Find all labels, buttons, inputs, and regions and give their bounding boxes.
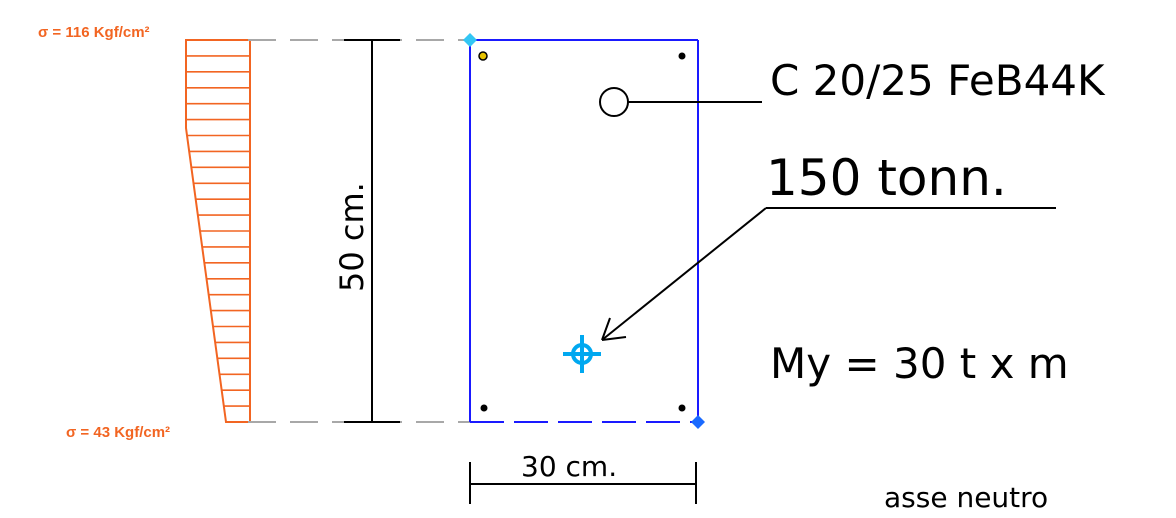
rebar-top-left [478,51,488,61]
width-dimension [469,462,697,504]
moment-label: My = 30 t x m [770,339,1069,388]
stress-block-outline [185,39,251,423]
stress-bottom-label: σ = 43 Kgf/cm² [66,424,170,441]
rebar-top-right [678,52,686,60]
cross-section [469,39,699,423]
load-label: 150 tonn. [766,149,1007,207]
material-leader [599,87,762,117]
rebar-bottom-left [480,404,488,412]
height-dimension [344,39,400,423]
corner-grip-top-left[interactable] [463,33,477,47]
corner-grip-bottom-right[interactable] [691,415,705,429]
neutral-axis-label: asse neutro [884,481,1048,514]
height-dimension-label: 50 cm. [333,182,371,292]
rebars [478,51,686,412]
stress-top-label: σ = 116 Kgf/cm² [38,24,150,41]
load-leader [601,207,1056,341]
material-label: C 20/25 FeB44K [770,56,1106,105]
stress-diagram [185,39,251,423]
material-callout-circle [599,87,629,117]
stress-hatching [186,55,250,407]
load-point-icon[interactable] [563,335,601,373]
rebar-bottom-right [678,404,686,412]
width-dimension-label: 30 cm. [521,450,617,483]
